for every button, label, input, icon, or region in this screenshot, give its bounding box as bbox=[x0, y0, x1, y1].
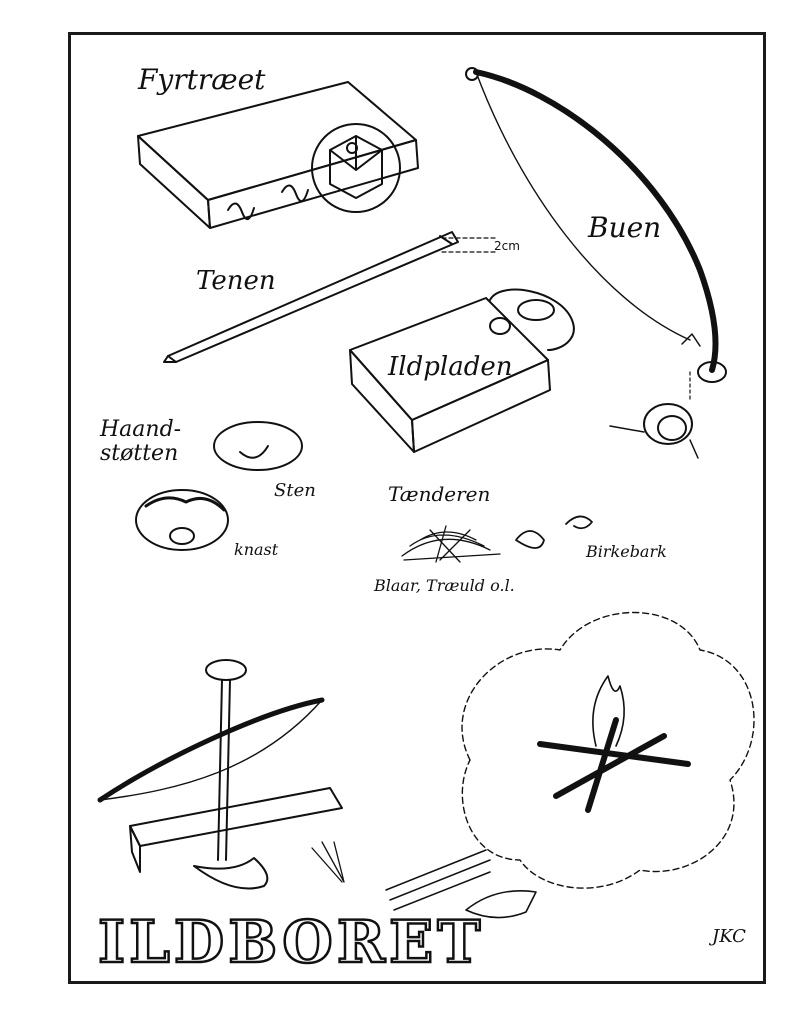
tinder bbox=[401, 515, 593, 563]
campfire-smoke bbox=[461, 611, 755, 919]
label-blaar: Blaar, Træuld o.l. bbox=[374, 576, 515, 595]
artist-signature: JKC bbox=[712, 926, 746, 947]
label-tenen: Tenen bbox=[196, 266, 276, 296]
label-buen: Buen bbox=[588, 211, 662, 244]
label-ildpladen: Ildpladen bbox=[388, 352, 513, 382]
assembled-drill bbox=[97, 659, 491, 911]
label-sten: Sten bbox=[274, 480, 316, 501]
label-fyrtraeet: Fyrtræet bbox=[138, 63, 266, 96]
label-haandstotten: Haand- støtten bbox=[100, 417, 182, 467]
fire-board-block bbox=[137, 81, 419, 229]
illustration-frame bbox=[68, 32, 766, 984]
bow bbox=[465, 67, 727, 459]
label-birkebark: Birkebark bbox=[586, 542, 667, 561]
label-taenderen: Tænderen bbox=[388, 482, 491, 506]
page-title: ILDBORET bbox=[97, 907, 485, 978]
label-dimension: 2cm bbox=[494, 239, 520, 253]
fireboard bbox=[349, 288, 575, 453]
spindle bbox=[163, 231, 497, 363]
label-knast: knast bbox=[234, 540, 279, 559]
hand-rest bbox=[135, 421, 303, 551]
